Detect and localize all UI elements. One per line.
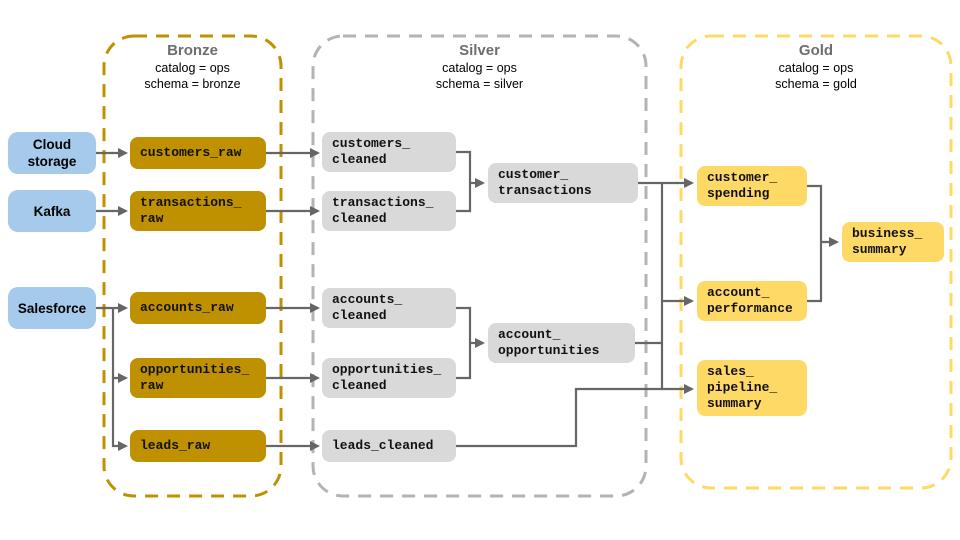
edge-accounts-cleaned-to-account-opportunities [456, 306, 486, 349]
edge-salesforce-to-opportunities-raw [111, 308, 129, 384]
table-node-opportunities-cleaned: opportunities_ cleaned [322, 358, 456, 398]
table-node-business-summary: business_ summary [842, 222, 944, 262]
table-label: accounts_raw [140, 300, 234, 315]
table-label: opportunities_ raw [140, 362, 250, 393]
table-node-customer-spending: customer_ spending [697, 166, 807, 206]
gold-zone-catalog: catalog = ops [778, 61, 854, 75]
silver-zone-catalog: catalog = ops [442, 61, 517, 75]
edge-salesforce-to-leads-raw [111, 378, 129, 452]
gold-zone-schema: schema = gold [775, 77, 857, 91]
table-label: accounts_ cleaned [332, 292, 403, 323]
silver-zone-title: Silver [459, 42, 500, 59]
edge-leads-cleaned-to-sales-pipeline-summary [456, 383, 695, 448]
table-node-customers-cleaned: customers_ cleaned [322, 132, 456, 172]
gold-zone-boundary [679, 34, 953, 490]
table-node-leads-cleaned: leads_cleaned [322, 430, 456, 462]
table-node-sales-pipeline-summary: sales_ pipeline_ summary [697, 360, 807, 416]
source-node-salesforce: Salesforce [8, 287, 96, 329]
table-label: transactions_ cleaned [332, 195, 434, 226]
table-node-account-performance: account_ performance [697, 281, 807, 321]
table-node-account-opportunities: account_ opportunities [488, 323, 635, 363]
table-node-accounts-cleaned: accounts_ cleaned [322, 288, 456, 328]
gold-zone-header: Gold catalog = ops schema = gold [681, 42, 951, 92]
table-label: leads_raw [140, 438, 211, 453]
bronze-zone-title: Bronze [167, 42, 218, 59]
table-label: transactions_ raw [140, 195, 242, 226]
source-node-kafka: Kafka [8, 190, 96, 232]
table-label: leads_cleaned [332, 438, 434, 453]
table-label: customer_ spending [707, 170, 778, 201]
table-label: business_ summary [852, 226, 923, 257]
source-label: Salesforce [17, 300, 87, 316]
table-label: account_ performance [707, 285, 793, 316]
bronze-zone-catalog: catalog = ops [155, 61, 230, 75]
table-label: customers_raw [140, 145, 242, 160]
table-label: opportunities_ cleaned [332, 362, 442, 393]
table-node-transactions-cleaned: transactions_ cleaned [322, 191, 456, 231]
table-label: customer_ transactions [498, 167, 592, 198]
source-label: Cloud storage [27, 137, 77, 169]
table-node-customer-transactions: customer_ transactions [488, 163, 638, 203]
silver-zone-header: Silver catalog = ops schema = silver [313, 42, 646, 92]
edge-customers-cleaned-to-customer-transactions [456, 150, 486, 189]
table-node-transactions-raw: transactions_ raw [130, 191, 266, 231]
source-label: Kafka [33, 203, 71, 219]
table-label: customers_ cleaned [332, 136, 411, 167]
silver-zone-schema: schema = silver [435, 77, 524, 91]
edge-account-performance-to-business-summary [807, 243, 823, 303]
table-node-leads-raw: leads_raw [130, 430, 266, 462]
table-node-opportunities-raw: opportunities_ raw [130, 358, 266, 398]
edge-opportunities-cleaned-to-account-opportunities [456, 344, 472, 380]
bronze-zone-schema: schema = bronze [144, 77, 241, 91]
table-node-customers-raw: customers_raw [130, 137, 266, 169]
source-node-cloud-storage: Cloud storage [8, 132, 96, 174]
edge-transactions-cleaned-to-customer-transactions [456, 184, 472, 213]
edge-customer-spending-to-business-summary [807, 184, 840, 248]
table-label: account_ opportunities [498, 327, 600, 358]
table-label: sales_ pipeline_ summary [707, 364, 778, 411]
table-node-accounts-raw: accounts_raw [130, 292, 266, 324]
silver-zone-boundary [311, 34, 648, 498]
bronze-zone-header: Bronze catalog = ops schema = bronze [104, 42, 281, 92]
gold-zone-title: Gold [798, 42, 834, 59]
bronze-zone-boundary [102, 34, 283, 498]
